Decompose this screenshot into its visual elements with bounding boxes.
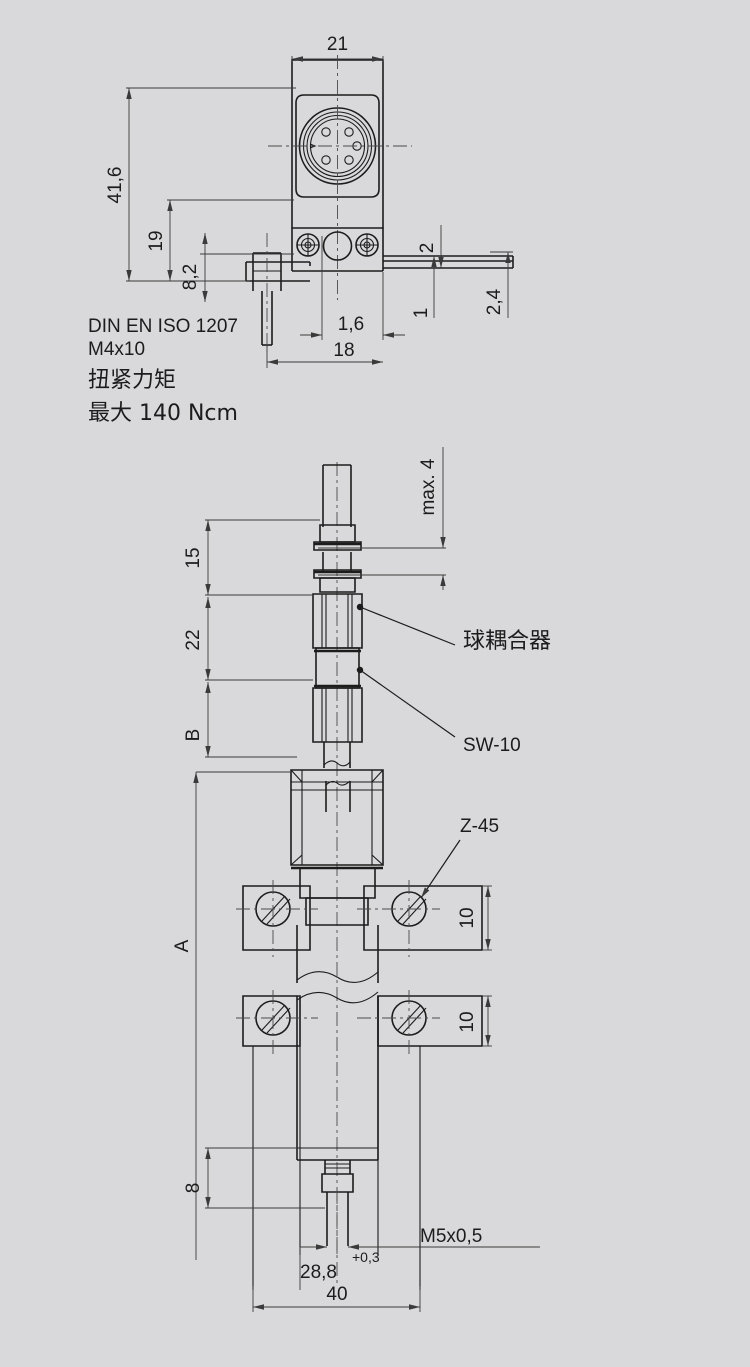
sensor-top-housing — [290, 769, 384, 926]
dim-label-1-6: 1,6 — [338, 314, 364, 335]
ball-coupler-middle-hex — [314, 647, 361, 689]
sw10-hex-block — [312, 687, 363, 743]
dim-label-41-6: 41,6 — [105, 167, 126, 204]
dimension-max-4: max. 4 — [318, 447, 446, 590]
cable-exit-strip — [383, 255, 514, 269]
bottom-view-group: max. 4 15 22 B A — [172, 447, 551, 1312]
callout-label-z45: Z-45 — [460, 816, 499, 837]
note-screw-spec: M4x10 — [88, 339, 145, 360]
dimension-A: A — [172, 771, 290, 1260]
dimension-40: 40 — [252, 1284, 421, 1312]
screw-detail-left — [245, 233, 311, 352]
dimension-21: 21 — [291, 34, 384, 62]
callout-label-ball-coupler: 球耦合器 — [463, 629, 551, 654]
dim-label-8: 8 — [183, 1183, 204, 1194]
sensor-main-barrel — [296, 925, 379, 1161]
mounting-flange-detail — [291, 228, 384, 272]
mounting-bracket-lower — [236, 990, 483, 1290]
top-view-group: 21 41,6 19 8,2 1,6 — [88, 34, 514, 426]
dim-label-19: 19 — [146, 230, 167, 251]
dim-label-10-lower: 10 — [457, 1011, 478, 1032]
dim-label-B: B — [183, 729, 204, 742]
callout-ball-coupler: 球耦合器 — [356, 603, 551, 654]
dimension-15: 15 — [183, 519, 320, 596]
upper-nut-washer-stack — [313, 524, 362, 593]
bottom-thread-m5 — [321, 1160, 354, 1255]
dimension-8-2: 8,2 — [180, 233, 294, 302]
callout-sw10: SW-10 — [356, 666, 521, 756]
dimension-2-4: 2,4 — [484, 251, 513, 318]
dimension-8: 8 — [183, 1147, 325, 1209]
dimension-41-6: 41,6 — [105, 87, 296, 282]
dim-label-40: 40 — [326, 1284, 347, 1305]
callout-label-m5: M5x0,5 — [420, 1226, 482, 1247]
dim-label-2: 2 — [417, 243, 438, 254]
dim-label-2-4: 2,4 — [484, 288, 505, 315]
dim-label-1: 1 — [411, 308, 432, 319]
dimension-10-lower: 10 — [457, 995, 492, 1047]
mounting-bracket-upper — [236, 880, 483, 957]
dimension-2: 2 — [417, 225, 444, 268]
dimension-19: 19 — [146, 199, 294, 281]
dimension-18: 18 — [266, 340, 383, 368]
dim-label-15: 15 — [183, 547, 204, 568]
dim-label-28-8: 28,8 — [300, 1262, 337, 1283]
dim-label-8-2: 8,2 — [180, 264, 201, 290]
dimension-B: B — [183, 682, 297, 758]
sensor-input-shaft — [325, 780, 351, 812]
dim-label-22: 22 — [183, 629, 204, 650]
top-stem-rod — [322, 464, 352, 527]
dim-tolerance-28-8: +0,3 — [352, 1249, 380, 1265]
dim-label-max-4: max. 4 — [418, 458, 439, 515]
dim-label-21: 21 — [327, 34, 348, 55]
note-torque-label: 扭紧力矩 — [88, 368, 176, 393]
callout-z45: Z-45 — [420, 816, 499, 899]
dim-label-18: 18 — [333, 340, 354, 361]
dimension-28-8: 28,8 +0,3 — [299, 1244, 540, 1290]
dimension-10-upper: 10 — [457, 885, 492, 951]
coupler-output-shaft — [323, 742, 351, 768]
dimension-1: 1 — [411, 256, 437, 319]
dim-label-A: A — [172, 939, 193, 952]
dimension-22: 22 — [183, 597, 313, 681]
callout-label-sw10: SW-10 — [463, 735, 521, 756]
dimension-1-6: 1,6 — [300, 236, 405, 340]
note-torque-value: 最大 140 Ncm — [88, 401, 238, 426]
note-din-standard: DIN EN ISO 1207 — [88, 316, 238, 337]
ball-coupler-upper — [312, 593, 363, 649]
callout-m5: M5x0,5 — [420, 1226, 482, 1247]
dim-label-10-upper: 10 — [457, 907, 478, 928]
